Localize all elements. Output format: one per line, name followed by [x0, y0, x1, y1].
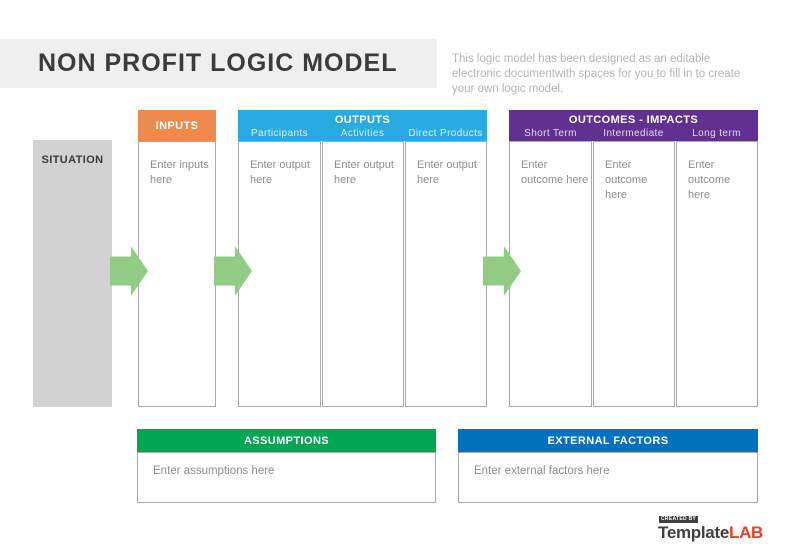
outcomes-subheader-long-term: Long term — [692, 128, 741, 139]
inputs-field[interactable]: Enter inputs here — [138, 141, 216, 407]
outputs-subheader-activities: Activities — [340, 128, 385, 139]
brand-name-primary: Template — [658, 523, 729, 542]
external-factors-header: EXTERNAL FACTORS — [458, 429, 758, 452]
template-lab-logo: CREATED BY TemplateLAB — [658, 508, 768, 541]
outcomes-intermediate-field[interactable]: Enter outcome here — [593, 141, 675, 407]
outcomes-short-term-field[interactable]: Enter outcome here — [509, 141, 592, 407]
outcomes-long-term-field[interactable]: Enter outcome here — [676, 141, 758, 407]
inputs-header-label: INPUTS — [155, 119, 199, 132]
brand-wordmark: TemplateLAB — [658, 524, 768, 541]
outputs-subheader-participants: Participants — [250, 128, 309, 139]
outcomes-subheader-intermediate: Intermediate — [603, 128, 664, 139]
title-bar: NON PROFIT LOGIC MODEL — [0, 39, 437, 88]
external-factors-header-label: EXTERNAL FACTORS — [547, 434, 669, 447]
situation-label: SITUATION — [41, 154, 104, 166]
outputs-subheader-row: Participants Activities Direct Products — [238, 128, 487, 139]
outcomes-header-label: OUTCOMES - IMPACTS — [568, 114, 699, 126]
outputs-header-label: OUTPUTS — [334, 114, 391, 126]
outcomes-subheader-short-term: Short Term — [524, 128, 577, 139]
outcomes-subheader-row: Short Term Intermediate Long term — [509, 128, 758, 139]
created-by-label: CREATED BY — [659, 516, 699, 523]
outputs-header: OUTPUTS Participants Activities Direct P… — [238, 110, 487, 141]
assumptions-header: ASSUMPTIONS — [137, 429, 436, 452]
assumptions-header-label: ASSUMPTIONS — [243, 434, 330, 447]
external-factors-field[interactable]: Enter external factors here — [458, 452, 758, 503]
inputs-header: INPUTS — [138, 110, 216, 141]
assumptions-field[interactable]: Enter assumptions here — [137, 452, 436, 503]
outputs-participants-field[interactable]: Enter output here — [238, 141, 321, 407]
outcomes-header: OUTCOMES - IMPACTS Short Term Intermedia… — [509, 110, 758, 141]
outputs-activities-field[interactable]: Enter output here — [322, 141, 404, 407]
brand-name-accent: LAB — [728, 523, 764, 542]
outputs-subheader-direct-products: Direct Products — [408, 128, 483, 139]
page-description: This logic model has been designed as an… — [452, 53, 741, 95]
situation-box[interactable]: SITUATION — [33, 140, 112, 407]
page-title: NON PROFIT LOGIC MODEL — [38, 49, 398, 77]
outputs-direct-products-field[interactable]: Enter output here — [405, 141, 487, 407]
